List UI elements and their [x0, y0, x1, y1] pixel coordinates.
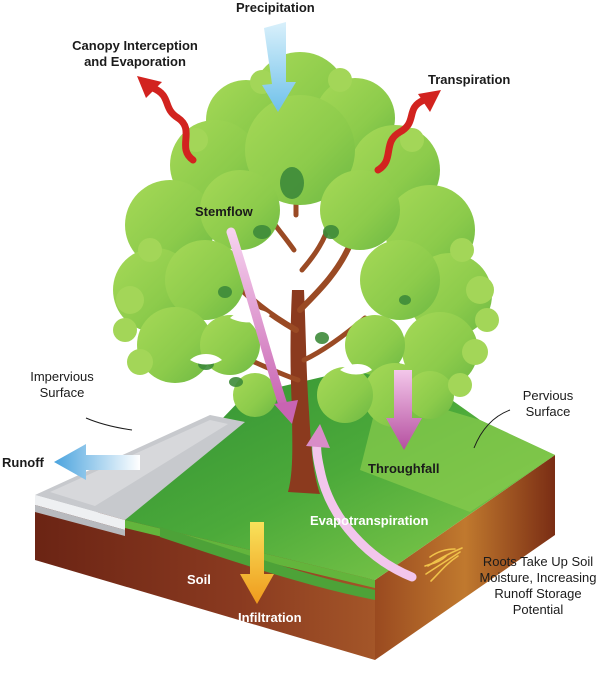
- impervious-label-line-1: Impervious: [30, 369, 94, 384]
- roots-label-line-1: Roots Take Up Soil: [482, 554, 594, 569]
- soil-right-face: [375, 455, 555, 660]
- transpiration-arrow: [374, 90, 441, 174]
- tree-trunk: [288, 290, 320, 494]
- roots: [424, 547, 463, 582]
- roots-label-line-4: Potential: [512, 602, 564, 617]
- impervious-label-line-2: Surface: [39, 385, 85, 400]
- precipitation-arrow: [262, 22, 296, 112]
- precipitation-label: Precipitation: [236, 0, 315, 15]
- pervious-label: Pervious Surface: [500, 388, 596, 420]
- soil-green-band: [160, 527, 375, 600]
- throughfall-arrow: [386, 370, 422, 450]
- evapotranspiration-arrow: [306, 424, 417, 582]
- pavement-edge: [35, 495, 125, 530]
- evapotranspiration-label: Evapotranspiration: [310, 513, 429, 528]
- canopy-label-line-2: and Evaporation: [84, 54, 186, 69]
- impervious-leader-line: [85, 417, 133, 431]
- infiltration-label: Infiltration: [238, 610, 302, 625]
- impervious-label: Impervious Surface: [6, 369, 118, 401]
- transpiration-label: Transpiration: [428, 72, 511, 87]
- stemflow-label: Stemflow: [195, 204, 253, 219]
- pervious-label-line-1: Pervious: [522, 388, 574, 403]
- stemflow-arrow: [226, 227, 298, 424]
- canopy-label: Canopy Interception and Evaporation: [50, 38, 220, 70]
- throughfall-label: Throughfall: [368, 461, 440, 476]
- pervious-leader-line: [473, 409, 511, 449]
- runoff-arrow: [54, 444, 140, 480]
- infiltration-arrow: [240, 522, 274, 604]
- canopy-evaporation-arrow: [137, 76, 197, 164]
- roots-label-line-3: Runoff Storage: [494, 586, 582, 601]
- canopy-label-line-1: Canopy Interception: [72, 38, 198, 53]
- soil-front-face: [35, 505, 375, 660]
- pervious-label-line-2: Surface: [525, 404, 571, 419]
- roots-label: Roots Take Up Soil Moisture, Increasing …: [470, 554, 606, 618]
- soil-label: Soil: [187, 572, 211, 587]
- roots-label-line-2: Moisture, Increasing: [479, 570, 597, 585]
- runoff-label: Runoff: [2, 455, 44, 470]
